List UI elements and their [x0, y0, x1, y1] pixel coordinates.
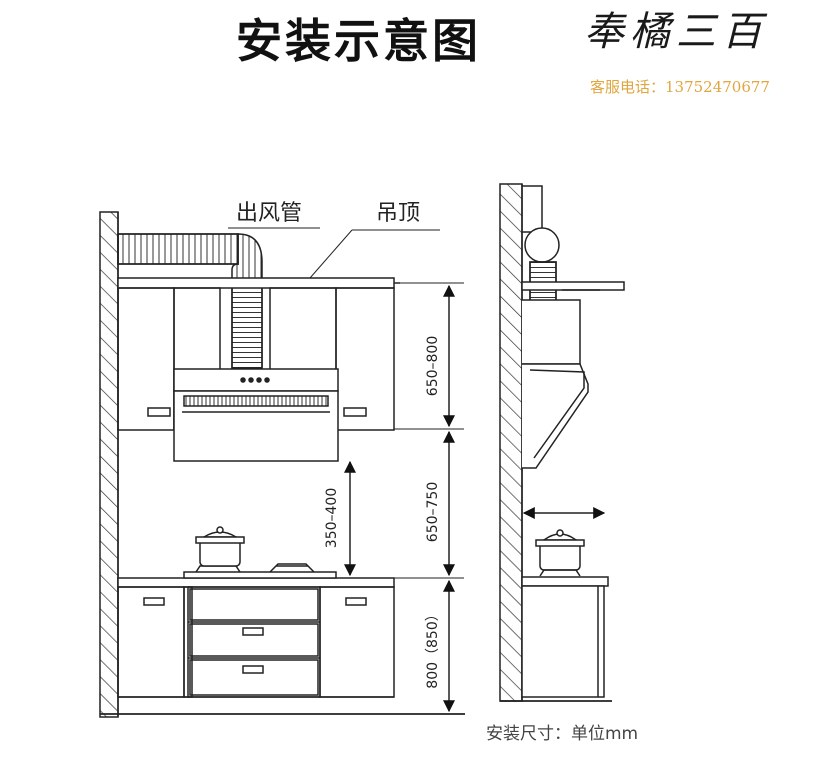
dim-pot-clearance: 350–400 [324, 488, 340, 548]
ceiling-label: 吊顶 [376, 201, 420, 226]
duct-label: 出风管 [236, 201, 302, 226]
horizontal-duct [117, 233, 239, 265]
units-note: 安装尺寸：单位mm [486, 724, 639, 744]
side-pot [535, 529, 585, 577]
side-duct-elbow [524, 227, 560, 263]
side-countertop [521, 576, 609, 587]
range-hood [173, 368, 339, 462]
contact-phone: 客服电话：13752470677 [590, 78, 770, 96]
dim-hood-to-stove: 650–750 [425, 482, 441, 542]
countertop [117, 577, 395, 588]
ceiling-leader-line [309, 229, 353, 279]
ceiling [117, 277, 395, 289]
brand-logo: 奉橘三百 [584, 9, 768, 55]
left-wall [99, 211, 119, 718]
dimension-lines [344, 282, 464, 715]
side-range-hood [522, 299, 589, 469]
dim-counter-height: 800（850） [425, 607, 441, 688]
side-lower-cabinet [521, 585, 605, 698]
lower-drawers [187, 586, 321, 698]
vertical-duct [231, 279, 263, 369]
side-view [499, 183, 625, 702]
dim-cabinet-to-hood: 650–800 [425, 336, 441, 396]
page-title: 安装示意图 [236, 14, 481, 68]
lower-cabinet-right [319, 586, 395, 698]
front-view [99, 211, 465, 718]
upper-cabinet-right [335, 287, 395, 431]
side-wall [499, 183, 523, 702]
side-duct [522, 185, 543, 233]
lower-cabinet-left [117, 586, 185, 698]
gas-stove [183, 526, 337, 579]
side-ceiling [521, 281, 625, 291]
